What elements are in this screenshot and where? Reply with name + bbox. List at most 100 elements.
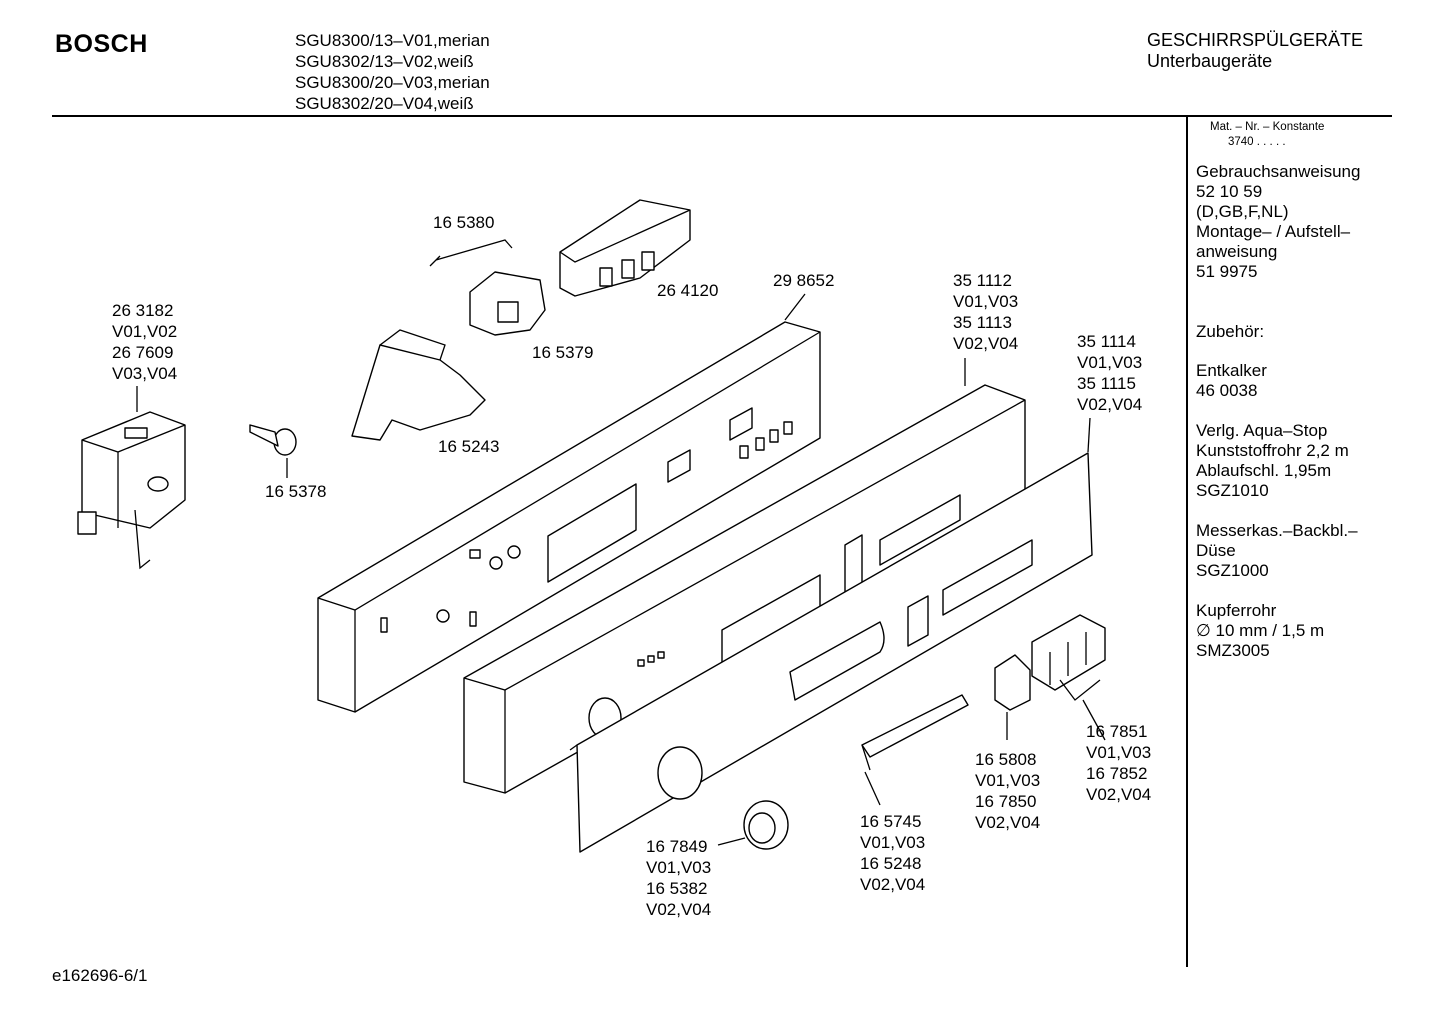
part-line: 16 5248 (860, 854, 922, 873)
sidebar-line: Ablaufschl. 1,95m (1196, 461, 1332, 480)
leader-line (1087, 417, 1091, 453)
exploded-view-drawing (77, 199, 1106, 853)
front-facia (569, 452, 1093, 853)
part-line: 16 5378 (265, 482, 327, 501)
sidebar-block-nozzle: Messerkas.–Backbl.– Düse SGZ1000 (1196, 521, 1358, 581)
sidebar-line: SGZ1000 (1196, 561, 1269, 580)
part-line: V01,V03 (646, 858, 712, 877)
part-label-16-7851: 16 7851 V01,V03 16 7852 V02,V04 (1086, 721, 1151, 805)
model-line: SGU8300/20–V03,merian (295, 73, 490, 92)
part-line: 16 7850 (975, 792, 1037, 811)
part-line: 26 3182 (112, 301, 174, 320)
part-line: 16 5243 (438, 437, 500, 456)
part-label-16-7849: 16 7849 V01,V03 16 5382 V02,V04 (646, 836, 711, 920)
sidebar-block-aquastop: Verlg. Aqua–Stop Kunststoffrohr 2,2 m Ab… (1196, 421, 1349, 501)
part-line: 16 7849 (646, 837, 708, 856)
part-label-26-3182: 26 3182 V01,V02 26 7609 V03,V04 (112, 300, 177, 384)
sidebar-line: SMZ3005 (1196, 641, 1270, 660)
sidebar-line: ∅ 10 mm / 1,5 m (1196, 621, 1325, 640)
sidebar-block-copper-pipe: Kupferrohr ∅ 10 mm / 1,5 m SMZ3005 (1196, 601, 1324, 661)
model-line: SGU8302/13–V02,weiß (295, 52, 474, 71)
sidebar-block-descaler: Entkalker 46 0038 (1196, 361, 1267, 401)
control-panel-frame (317, 321, 821, 713)
push-button-group (1031, 614, 1106, 691)
part-line: 35 1113 (953, 313, 1012, 332)
part-line: V01,V03 (860, 833, 926, 852)
part-line: V01,V03 (1086, 743, 1152, 762)
part-line: 16 5808 (975, 750, 1037, 769)
sidebar-line: anweisung (1196, 242, 1278, 261)
part-line: V01,V03 (953, 292, 1019, 311)
leader-line (717, 837, 746, 846)
sidebar-line: Verlg. Aqua–Stop (1196, 421, 1328, 440)
category-title: GESCHIRRSPÜLGERÄTE (1147, 30, 1364, 50)
part-label-16-5808: 16 5808 V01,V03 16 7850 V02,V04 (975, 749, 1040, 833)
part-label-35-1112: 35 1112 V01,V03 35 1113 V02,V04 (953, 270, 1018, 354)
brand-logo: BOSCH (55, 30, 148, 58)
leader-line (864, 771, 881, 806)
part-line: V02,V04 (860, 875, 926, 894)
category-heading: GESCHIRRSPÜLGERÄTE Unterbaugeräte (1147, 30, 1363, 72)
sidebar-line: Gebrauchsanweisung (1196, 162, 1361, 181)
leader-line (1059, 679, 1101, 701)
part-line: 16 5379 (532, 343, 594, 362)
part-label-35-1114: 35 1114 V01,V03 35 1115 V02,V04 (1077, 331, 1142, 415)
part-line: 29 8652 (773, 271, 835, 290)
material-number-label: Mat. – Nr. – Konstante (1210, 121, 1325, 133)
switch-bracket (351, 329, 486, 441)
model-line: SGU8302/20–V04,weiß (295, 94, 474, 113)
spring-wire (429, 239, 513, 267)
part-label-16-5243: 16 5243 (438, 436, 499, 457)
part-line: V03,V04 (112, 364, 178, 383)
connector-block (559, 199, 691, 297)
sidebar-line: Kupferrohr (1196, 601, 1277, 620)
part-line: V02,V04 (646, 900, 712, 919)
sidebar-line: Kunststoffrohr 2,2 m (1196, 441, 1349, 460)
part-line: V01,V03 (975, 771, 1041, 790)
part-line: V02,V04 (1077, 395, 1143, 414)
part-line: V01,V02 (112, 322, 178, 341)
indicator-cap (249, 424, 297, 456)
part-line: V02,V04 (1086, 785, 1152, 804)
sidebar-block-accessories: Zubehör: (1196, 322, 1264, 342)
cover-strip (861, 694, 969, 771)
part-label-16-5378: 16 5378 (265, 481, 326, 502)
sidebar-line: 52 10 59 (1196, 182, 1263, 201)
part-label-29-8652: 29 8652 (773, 270, 834, 291)
part-line: 35 1114 (1077, 332, 1136, 351)
part-line: 16 7851 (1086, 722, 1148, 741)
sidebar-block-manual: Gebrauchsanweisung 52 10 59 (D,GB,F,NL) … (1196, 162, 1360, 282)
part-line: 26 4120 (657, 281, 719, 300)
sidebar-line: SGZ1010 (1196, 481, 1269, 500)
part-line: 35 1115 (1077, 374, 1136, 393)
header-divider (52, 115, 1392, 117)
part-label-16-5379: 16 5379 (532, 342, 593, 363)
part-label-16-5380: 16 5380 (433, 212, 494, 233)
sidebar-line: 51 9975 (1196, 262, 1258, 281)
material-number-header: Mat. – Nr. – Konstante 3740 . . . . . (1210, 120, 1324, 150)
sidebar-line: Zubehör: (1196, 322, 1265, 341)
sidebar-line: 46 0038 (1196, 381, 1258, 400)
part-label-26-4120: 26 4120 (657, 280, 718, 301)
drawing-code: e162696-6/1 (52, 966, 148, 985)
model-list: SGU8300/13–V01,merian SGU8302/13–V02,wei… (295, 30, 490, 114)
sidebar-divider (1186, 115, 1188, 967)
electronic-module (77, 411, 186, 570)
material-number-value: 3740 . . . . . (1228, 136, 1286, 148)
sidebar-line: Entkalker (1196, 361, 1267, 380)
part-line: 16 5380 (433, 213, 495, 232)
sidebar-line: Messerkas.–Backbl.– (1196, 521, 1358, 540)
part-line: 26 7609 (112, 343, 174, 362)
part-line: 35 1112 (953, 271, 1012, 290)
leader-line (784, 293, 806, 321)
single-push-button (994, 654, 1031, 711)
part-line: V01,V03 (1077, 353, 1143, 372)
part-label-16-5745: 16 5745 V01,V03 16 5248 V02,V04 (860, 811, 925, 895)
part-line: V02,V04 (975, 813, 1041, 832)
sidebar-line: Düse (1196, 541, 1236, 560)
rocker-switch (469, 271, 546, 336)
part-line: 16 5382 (646, 879, 708, 898)
category-subtitle: Unterbaugeräte (1147, 51, 1273, 71)
part-line: V02,V04 (953, 334, 1019, 353)
model-line: SGU8300/13–V01,merian (295, 31, 490, 50)
